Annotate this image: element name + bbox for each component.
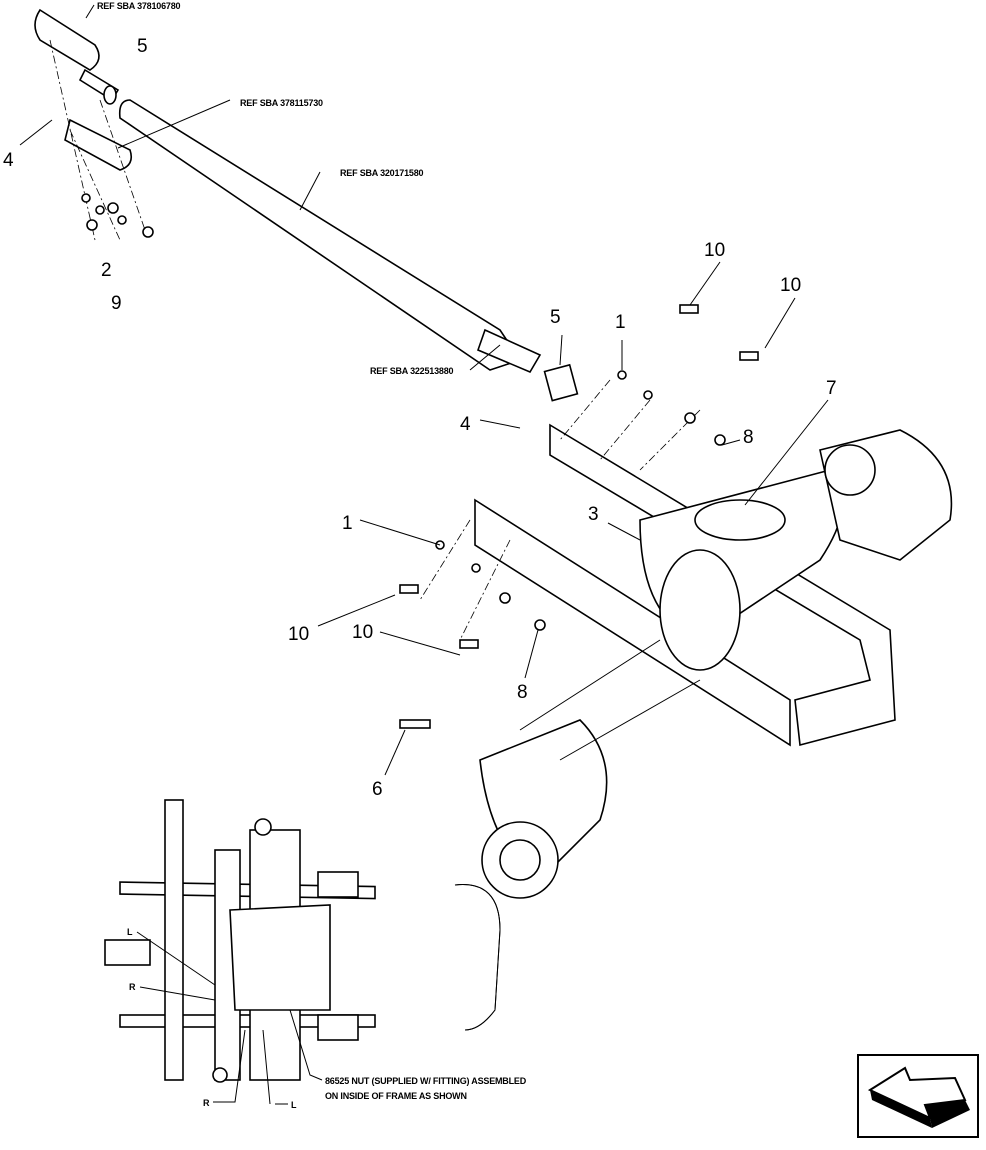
callout-1: 1 [342,513,353,534]
callout-4: 4 [460,414,471,435]
callout-10: 10 [352,622,373,643]
callout-5: 5 [137,36,148,57]
tube [85,4,579,402]
callout-10: 10 [704,240,725,261]
bolts [399,304,759,729]
inset-label-l: L [127,927,133,937]
callout-3: 3 [588,504,599,525]
inset-label-l: L [291,1100,297,1110]
callout-9: 9 [111,293,122,314]
inset-label-r: R [129,982,136,992]
inset-label-r: R [203,1098,210,1108]
inset-detail-view [104,799,501,1105]
leader-lines [317,261,829,776]
inset-note: 86525 NUT (SUPPLIED W/ FITTING) ASSEMBLE… [325,1076,527,1086]
callout-6: 6 [372,779,383,800]
callout-10: 10 [780,275,801,296]
frame [474,423,953,899]
callout-10: 10 [288,624,309,645]
callout-8: 8 [517,682,528,703]
callout-8: 8 [743,427,754,448]
ref-label: REF SBA 378115730 [240,98,323,108]
callout-5: 5 [550,307,561,328]
arrow-previous-icon [867,1066,970,1128]
ref-label: REF SBA 322513880 [370,366,454,376]
clamp-assembly [19,8,154,241]
previous-page-button[interactable] [857,1054,979,1138]
inset-note: ON INSIDE OF FRAME AS SHOWN [325,1091,467,1101]
ref-label: REF SBA 378106780 [97,1,181,11]
ref-label: REF SBA 320171580 [340,168,424,178]
callout-7: 7 [826,378,837,399]
callout-4: 4 [3,150,14,171]
callout-2: 2 [101,260,112,281]
callout-1: 1 [615,312,626,333]
